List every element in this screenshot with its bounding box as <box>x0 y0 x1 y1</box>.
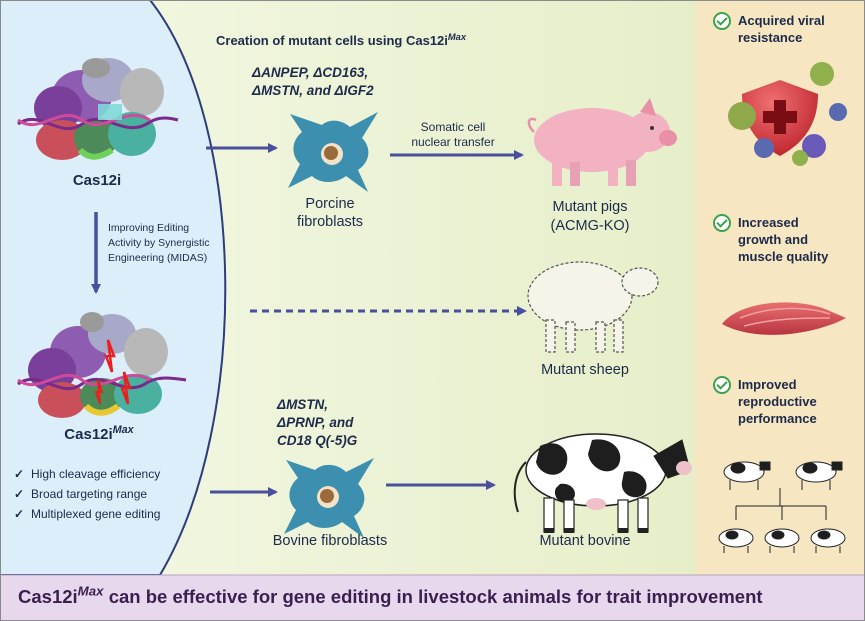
mutant-bovine-label: Mutant bovine <box>539 533 631 549</box>
pig-illustration <box>527 98 677 186</box>
bovine-fibroblasts-label: Bovine fibroblasts <box>272 533 388 549</box>
check-mark-icon: ✓ <box>14 487 25 501</box>
porcine-fibroblasts-label: Porcine fibroblasts <box>296 196 364 230</box>
trait-check-icon <box>713 12 731 30</box>
trait-viral-resistance: Acquired viral resistance <box>738 13 825 45</box>
porcine-fibroblast-cell <box>288 112 378 192</box>
mutant-sheep-label: Mutant sheep <box>541 362 629 378</box>
feature-item: ✓Multiplexed gene editing <box>14 507 161 521</box>
bovine-gene-targets: ΔMSTN, ΔPRNP, and CD18 Q(-5)G <box>277 397 358 448</box>
footer-conclusion: Cas12iMax can be effective for gene edit… <box>18 583 763 607</box>
cow-herd-illustration <box>718 461 846 553</box>
check-mark-icon: ✓ <box>14 467 25 481</box>
check-mark-icon: ✓ <box>14 507 25 521</box>
mutant-pigs-label: Mutant pigs (ACMG-KO) <box>550 199 630 234</box>
porcine-gene-targets: ΔANPEP, ΔCD163, ΔMSTN, and ΔIGF2 <box>252 65 374 98</box>
feature-item: ✓Broad targeting range <box>14 487 148 501</box>
trait-reproductive-performance: Improved reproductive performance <box>738 377 817 426</box>
footer-background <box>0 575 865 621</box>
trait-growth-muscle: Increased growth and muscle quality <box>738 215 829 264</box>
cas12i-label: Cas12i <box>72 172 122 189</box>
trait-check-icon <box>713 214 731 232</box>
cas12imax-label: Cas12iMax <box>64 424 134 443</box>
cow-illustration <box>513 433 692 533</box>
bovine-fibroblast-cell <box>284 458 374 538</box>
trait-check-icon <box>713 376 731 394</box>
nuclear-transfer-label: Somatic cell nuclear transfer <box>411 120 495 149</box>
feature-item: ✓High cleavage efficiency <box>14 467 161 481</box>
improvement-description: Improving Editing Activity by Synergisti… <box>108 222 210 264</box>
cas12imax-protein-illustration <box>17 312 187 418</box>
muscle-illustration <box>722 302 846 335</box>
header-title: Creation of mutant cells using Cas12iMax <box>216 31 467 48</box>
cas12i-protein-illustration <box>17 58 179 160</box>
sheep-illustration <box>527 261 659 353</box>
shield-virus-illustration <box>728 62 847 166</box>
